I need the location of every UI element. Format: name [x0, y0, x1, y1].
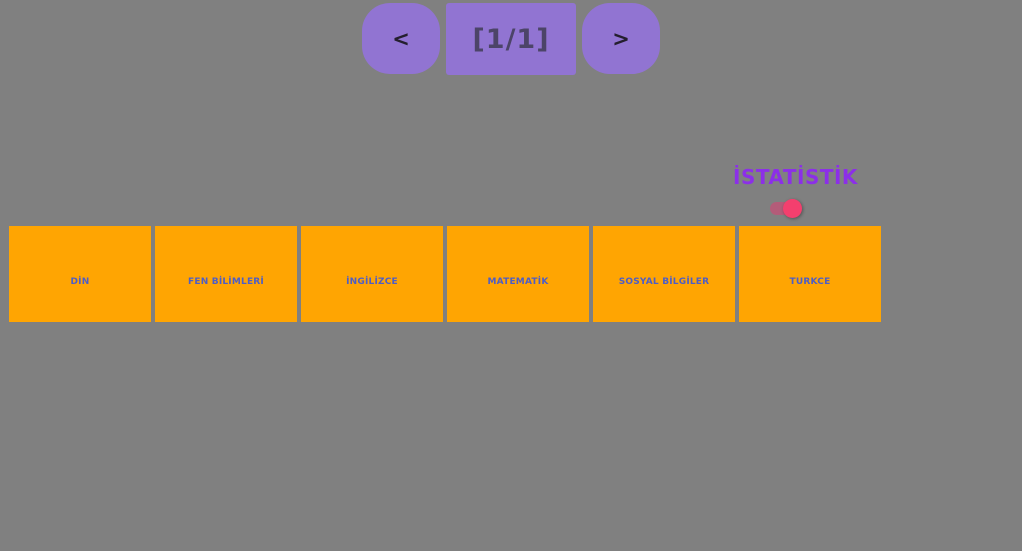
toggle-knob-icon [783, 199, 802, 218]
pager: < [1/1] > [0, 3, 1022, 75]
subject-button-din[interactable]: DİN [9, 226, 151, 322]
page-indicator: [1/1] [446, 3, 576, 75]
next-page-button[interactable]: > [582, 3, 660, 74]
subject-button-ingilizce[interactable]: İNGİLİZCE [301, 226, 443, 322]
subject-button-matematik[interactable]: MATEMATİK [447, 226, 589, 322]
subject-button-row: DİN FEN BİLİMLERİ İNGİLİZCE MATEMATİK SO… [9, 226, 881, 322]
prev-page-button[interactable]: < [362, 3, 440, 74]
subject-button-sosyal-bilgiler[interactable]: SOSYAL BİLGİLER [593, 226, 735, 322]
subject-button-turkce[interactable]: TURKCE [739, 226, 881, 322]
statistics-toggle[interactable] [770, 199, 802, 218]
statistics-title: İSTATİSTİK [733, 165, 858, 189]
subject-button-fen-bilimleri[interactable]: FEN BİLİMLERİ [155, 226, 297, 322]
